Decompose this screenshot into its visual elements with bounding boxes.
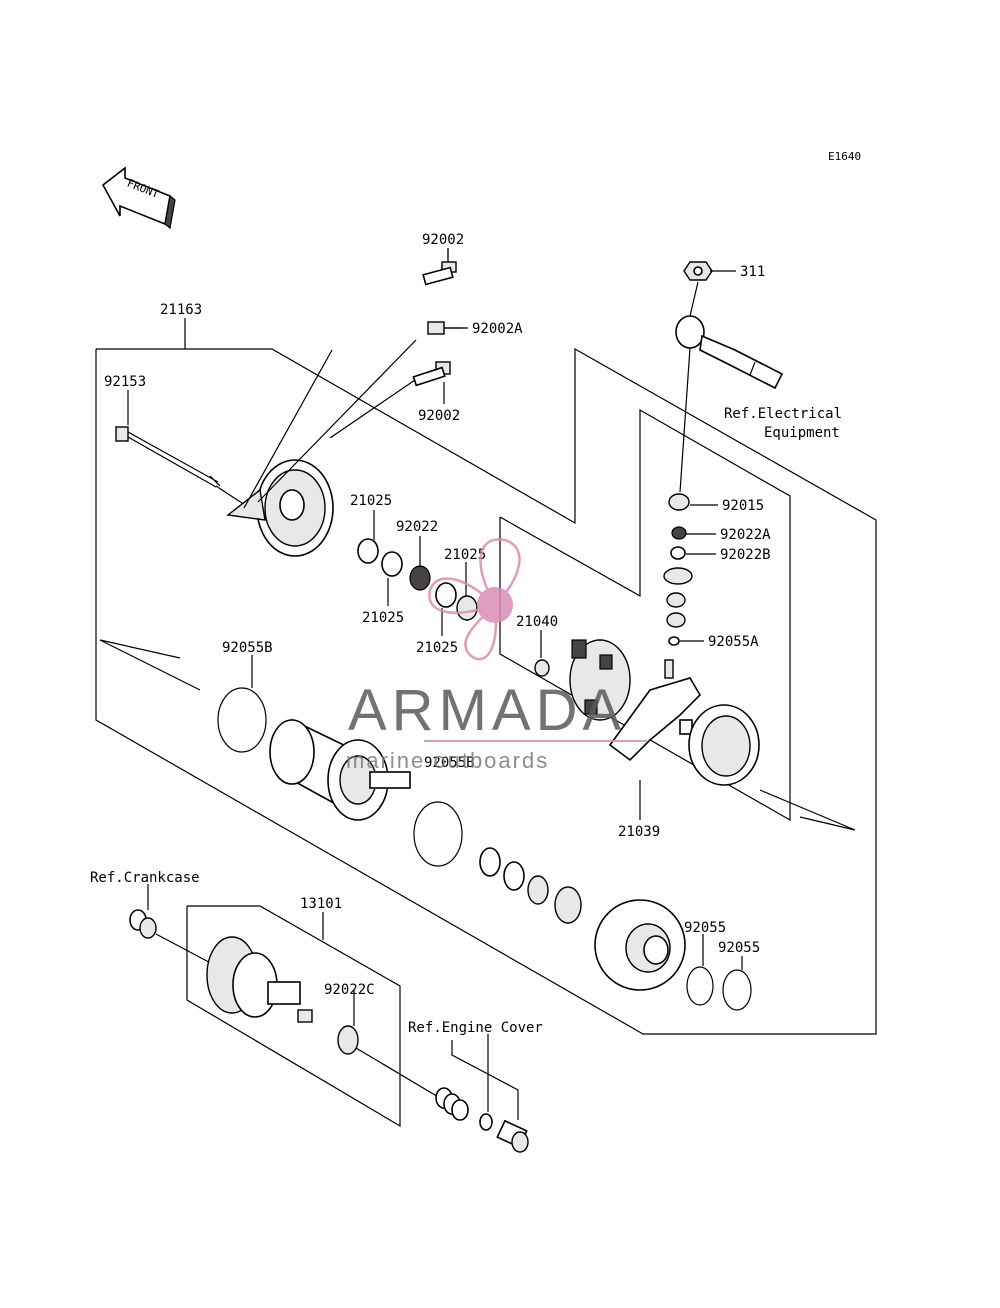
- washer-icon-small: [479, 1113, 493, 1131]
- part-label-21039: 21039: [618, 824, 660, 840]
- washer-icon-lower-a: [479, 847, 501, 877]
- washer-icon-92022-stack2: [666, 592, 686, 608]
- axis-line-right: [759, 789, 856, 831]
- part-label-92022c: 92022C: [324, 982, 375, 998]
- part-label-92055-b: 92055: [718, 940, 760, 956]
- washer-icon-92022: [409, 565, 431, 591]
- part-label-92002a: 92002A: [472, 321, 523, 337]
- watermark-title: ARMADA: [348, 678, 626, 743]
- washer-icon-21025-a: [357, 538, 379, 564]
- diagram-code: E1640: [828, 150, 861, 163]
- part-label-21025-c: 21025: [416, 640, 458, 656]
- bolt-icon-92002-mid: [412, 361, 451, 387]
- part-label-92002-top: 92002: [422, 232, 464, 248]
- oring-icon-92055-a: [686, 966, 714, 1006]
- ref-engine-cover: Ref.Engine Cover: [408, 1020, 543, 1036]
- washer-icon-lower-b: [503, 861, 525, 891]
- leader-bolt-cover-3: [329, 379, 416, 439]
- washer-icon-92022b: [670, 546, 686, 560]
- end-cover-icon: [226, 459, 334, 557]
- propeller-logo-icon: [428, 538, 521, 661]
- washer-icon-21025-c: [435, 582, 457, 608]
- watermark-subtitle: marine outboards: [346, 748, 549, 773]
- assembly-outline: [95, 347, 877, 1035]
- nut-icon-311: [683, 261, 713, 281]
- washer-icon-92022c: [337, 1025, 359, 1055]
- armada-watermark: ARMADA marine outboards: [346, 538, 648, 773]
- front-cover-icon: [594, 899, 686, 991]
- part-label-92055-a: 92055: [684, 920, 726, 936]
- leader-bolt-cover-2: [257, 339, 417, 503]
- leader-terminal: [679, 347, 691, 493]
- washer-icon-92022a: [671, 526, 687, 540]
- part-label-92022b: 92022B: [720, 547, 771, 563]
- part-label-92015: 92015: [722, 498, 764, 514]
- part-label-92153: 92153: [104, 374, 146, 390]
- brush-ring-icon: [688, 704, 760, 786]
- bushing-icon-engine-cover: [496, 1119, 529, 1153]
- part-label-21025-d: 21025: [444, 547, 486, 563]
- ref-electrical-line1: Ref.Electrical: [724, 406, 842, 422]
- axis-line-right-2: [799, 816, 856, 831]
- part-label-92055a: 92055A: [708, 634, 759, 650]
- part-label-92055b-mid: 92055B: [424, 755, 475, 771]
- part-label-92002-mid: 92002: [418, 408, 460, 424]
- cover-group-outline: [451, 1040, 519, 1120]
- washer-icon-92022-stack3: [666, 612, 686, 628]
- spring-icon: [435, 1087, 469, 1121]
- ref-electrical-line2: Equipment: [764, 425, 840, 441]
- lockplate-icon: [554, 886, 582, 924]
- bushing-icon-crankcase: [129, 909, 157, 939]
- leader-311: [689, 281, 699, 317]
- washer-icon-92022-stack1: [663, 567, 693, 585]
- ref-crankcase: Ref.Crankcase: [90, 870, 200, 886]
- brush-holder-icon: [569, 639, 631, 721]
- part-label-92055b-left: 92055B: [222, 640, 273, 656]
- axis-line-left-2: [99, 639, 201, 691]
- axis-line-left: [99, 639, 181, 659]
- through-bolt-icon-92153: [115, 426, 246, 506]
- washer-icon-21025-b: [381, 551, 403, 577]
- motor-yoke-icon: [269, 718, 411, 821]
- washer-icon-21025-d: [456, 595, 478, 621]
- part-label-92022a: 92022A: [720, 527, 771, 543]
- oring-icon-92055-b: [722, 969, 752, 1011]
- part-label-21025-b: 21025: [362, 610, 404, 626]
- washer-icon-lower-c: [527, 875, 549, 905]
- cable-terminal-icon: [675, 315, 784, 390]
- starter-clutch-icon: [206, 936, 313, 1023]
- oring-icon-92055b-left: [217, 687, 267, 753]
- part-label-21163: 21163: [160, 302, 202, 318]
- part-label-92022: 92022: [396, 519, 438, 535]
- part-label-21040: 21040: [516, 614, 558, 630]
- front-arrow-icon: FRONT: [101, 166, 176, 230]
- brush-bracket-icon: [608, 659, 702, 762]
- leader-bolt-cover: [243, 349, 333, 509]
- bolt-icon-92002-top: [422, 250, 457, 286]
- oring-icon-92055a: [668, 636, 680, 646]
- nut-icon-21040: [534, 659, 550, 677]
- part-label-311: 311: [740, 264, 765, 280]
- brush-group-outline: [499, 408, 791, 822]
- part-label-21025-a: 21025: [350, 493, 392, 509]
- clutch-group-outline: [186, 905, 401, 1128]
- leader-92022c-spring: [355, 1047, 441, 1099]
- part-label-13101: 13101: [300, 896, 342, 912]
- oring-icon-92055b-mid: [413, 801, 463, 867]
- nut-icon-92015: [668, 493, 690, 511]
